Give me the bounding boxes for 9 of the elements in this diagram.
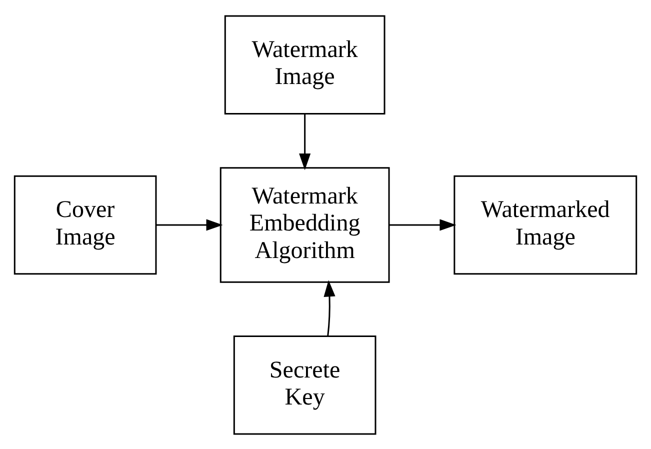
- node-box: Secrete Key: [233, 335, 376, 434]
- node-box: Watermark Image: [224, 14, 386, 114]
- arrow: [299, 113, 311, 170]
- arrow: [389, 218, 456, 230]
- arrow: [156, 218, 223, 230]
- node-box: Watermark Embedding Algorithm: [220, 166, 390, 282]
- node-box: Watermarked Image: [454, 174, 638, 274]
- node-box: Cover Image: [14, 174, 157, 274]
- arrow: [324, 280, 336, 336]
